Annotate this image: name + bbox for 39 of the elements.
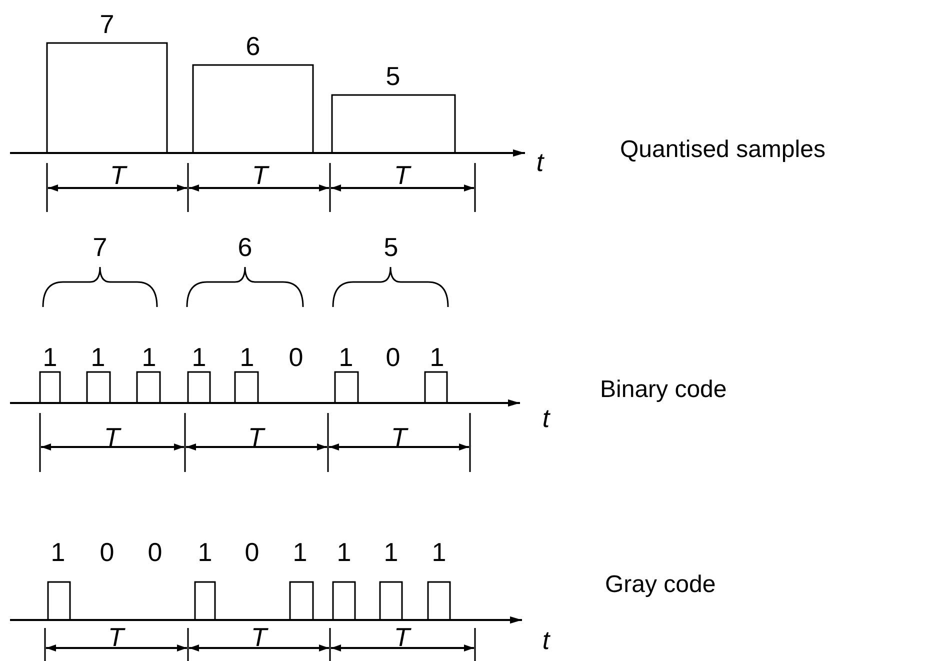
bit-label: 1 xyxy=(142,344,156,370)
time-axis-label: t xyxy=(542,405,550,431)
period-label: T xyxy=(252,162,268,188)
period-label: T xyxy=(108,624,124,650)
time-axis-label: t xyxy=(542,627,550,653)
value-label: 7 xyxy=(92,234,108,260)
period-label: T xyxy=(104,424,120,450)
bit-label: 1 xyxy=(292,539,308,565)
value-label: 5 xyxy=(384,234,398,260)
period-label: T xyxy=(391,424,407,450)
period-label: T xyxy=(394,162,410,188)
value-label: 6 xyxy=(246,33,260,59)
bit-label: 1 xyxy=(90,344,106,370)
time-axis-label: t xyxy=(536,149,544,175)
bit-label: 0 xyxy=(244,539,260,565)
period-label: T xyxy=(394,624,410,650)
bit-label: 1 xyxy=(338,344,354,370)
bit-label: 1 xyxy=(50,539,66,565)
bit-label: 0 xyxy=(386,344,400,370)
value-label: 7 xyxy=(100,11,114,37)
bit-label: 1 xyxy=(198,539,212,565)
bit-label: 1 xyxy=(384,539,398,565)
waveform-label: Binary code xyxy=(600,378,727,402)
waveform-label: Quantised samples xyxy=(620,138,826,162)
value-label: 6 xyxy=(238,234,252,260)
period-label: T xyxy=(248,424,264,450)
bit-label: 1 xyxy=(42,344,58,370)
bit-label: 0 xyxy=(100,539,114,565)
bit-label: 0 xyxy=(288,344,304,370)
bit-label: 1 xyxy=(240,344,254,370)
period-label: T xyxy=(251,624,267,650)
bit-label: 1 xyxy=(336,539,352,565)
bit-label: 1 xyxy=(430,344,444,370)
bit-label: 0 xyxy=(148,539,162,565)
bit-label: 1 xyxy=(192,344,206,370)
value-label: 5 xyxy=(386,63,400,89)
waveform-label: Gray code xyxy=(605,573,716,597)
period-label: T xyxy=(110,162,126,188)
bit-label: 1 xyxy=(432,539,446,565)
